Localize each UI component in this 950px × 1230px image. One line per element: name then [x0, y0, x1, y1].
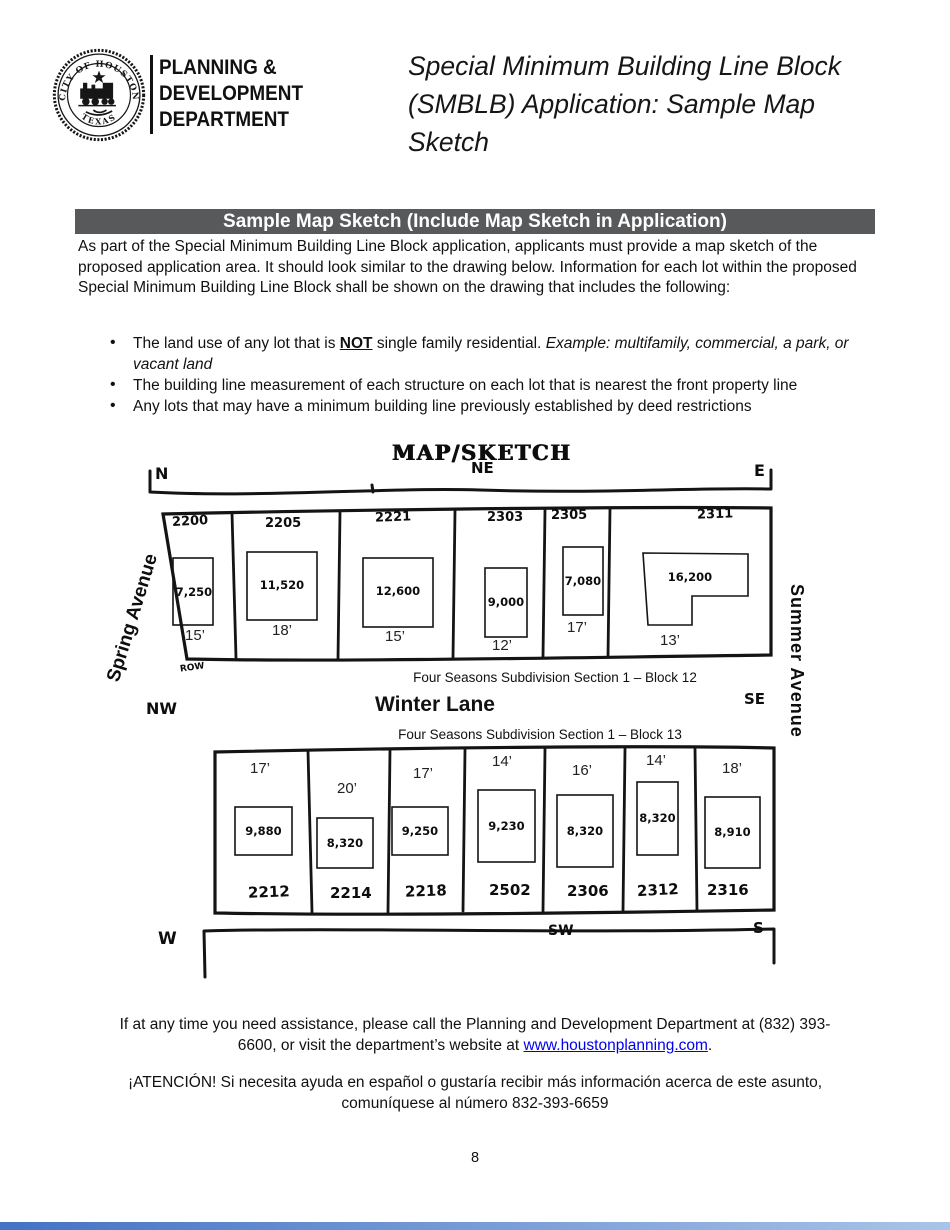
lot-area: 9,230	[488, 819, 525, 833]
bullet-text: The land use of any lot that is	[133, 335, 340, 352]
bullet-icon: •	[110, 376, 116, 393]
lot-area: 9,000	[487, 595, 525, 609]
lot-number: 2306	[567, 882, 609, 900]
setback-measurement: 17’	[567, 619, 588, 636]
page-title: Special Minimum Building Line Block (SMB…	[408, 51, 842, 157]
lot-number: 2218	[404, 881, 448, 901]
lot-number: 2205	[265, 516, 302, 531]
street-label-summer-avenue: Summer Avenue	[787, 584, 807, 738]
lot-number: 2200	[171, 513, 209, 530]
setback-measurement: 18’	[722, 760, 743, 777]
compass-w-label: W	[158, 929, 177, 949]
lot-area: 8,320	[326, 836, 364, 850]
compass-se-label: SE	[744, 690, 766, 708]
list-item: • The land use of any lot that is NOT si…	[108, 333, 876, 375]
setback-measurement: 17’	[413, 765, 434, 782]
setback-measurement: 15’	[385, 628, 406, 645]
setback-measurement: 17’	[250, 760, 271, 777]
star-icon	[92, 70, 106, 83]
lot-area: 8,910	[714, 825, 751, 839]
setback-measurement: 13’	[660, 632, 681, 649]
setback-measurement: 18’	[272, 622, 293, 639]
bullet-text-emphasis: NOT	[339, 335, 373, 352]
locomotive-icon	[78, 82, 116, 107]
lot-area: 7,250	[175, 585, 213, 599]
bullet-text: The building line measurement of each st…	[133, 377, 798, 394]
houstonplanning-link[interactable]: www.houstonplanning.com	[523, 1036, 708, 1054]
page-number: 8	[470, 1150, 480, 1166]
lot-number: 2311	[696, 506, 734, 523]
requirements-list: • The land use of any lot that is NOT si…	[108, 333, 876, 417]
lot-area: 9,880	[245, 824, 282, 838]
assistance-text-pre: If at any time you need assistance, plea…	[119, 1016, 831, 1054]
plow-icon	[85, 109, 113, 116]
lot-number: 2312	[636, 879, 680, 901]
lot-number: 2214	[330, 884, 372, 902]
lot-number: 2221	[374, 509, 412, 526]
lot-area: 9,250	[401, 824, 439, 838]
list-item: • Any lots that may have a minimum build…	[108, 396, 876, 417]
street-label-winter-lane: Winter Lane	[375, 693, 495, 716]
compass-e-label: E	[754, 461, 765, 480]
lot-number: 2316	[707, 881, 749, 899]
department-name: PLANNING & DEVELOPMENT DEPARTMENT	[159, 55, 304, 131]
bullet-icon: •	[110, 397, 116, 414]
setback-measurement: 16’	[572, 762, 593, 779]
compass-sw-label: SW	[548, 923, 574, 939]
bullet-text: Any lots that may have a minimum buildin…	[133, 398, 752, 415]
setback-measurement: 15’	[185, 627, 206, 644]
assistance-text: If at any time you need assistance, plea…	[105, 1015, 845, 1056]
setback-measurement: 14’	[492, 753, 513, 770]
assistance-text-post: .	[707, 1036, 713, 1054]
bullet-icon: •	[110, 334, 116, 351]
lot-area: 8,320	[566, 824, 604, 838]
setback-measurement: 12’	[492, 637, 513, 654]
city-of-houston-seal-logo: CITY OF HOUSTON TEXAS	[52, 48, 146, 142]
lot-area: 8,320	[639, 811, 676, 825]
lot-area: 7,080	[564, 574, 602, 588]
lot-number: 2303	[487, 510, 524, 525]
lot-area: 11,520	[259, 578, 305, 592]
bullet-text: single family residential.	[372, 335, 546, 352]
footer-accent-bar	[0, 1222, 950, 1230]
seal-bottom-text: TEXAS	[80, 111, 117, 126]
block13-caption: Four Seasons Subdivision Section 1 – Blo…	[398, 727, 682, 742]
lot-area: 16,200	[667, 570, 713, 584]
compass-s-label: S	[753, 919, 764, 937]
lot-number: 2212	[247, 882, 291, 902]
compass-ne-label: NE	[471, 459, 494, 477]
bullet-text-example: Example: multifamily, commercial, a park…	[133, 335, 849, 373]
list-item: • The building line measurement of each …	[108, 375, 876, 396]
spanish-notice: ¡ATENCIÓN! Si necesita ayuda en español …	[127, 1074, 823, 1112]
map-sketch-title: MAP/SKETCH	[392, 440, 572, 465]
section-banner: Sample Map Sketch (Include Map Sketch in…	[75, 209, 875, 234]
lot-area: 12,600	[375, 584, 421, 598]
setback-measurement: 20’	[337, 780, 358, 797]
setback-measurement: 14’	[646, 752, 667, 769]
compass-nw-label: NW	[146, 699, 178, 718]
svg-text:TEXAS: TEXAS	[80, 111, 119, 126]
block12-caption: Four Seasons Subdivision Section 1 – Blo…	[413, 670, 697, 685]
header-divider	[150, 55, 153, 134]
intro-paragraph: As part of the Special Minimum Building …	[78, 238, 857, 296]
lot-number: 2305	[551, 508, 588, 523]
lot-number: 2502	[489, 881, 531, 899]
compass-n-label: N	[155, 464, 169, 483]
